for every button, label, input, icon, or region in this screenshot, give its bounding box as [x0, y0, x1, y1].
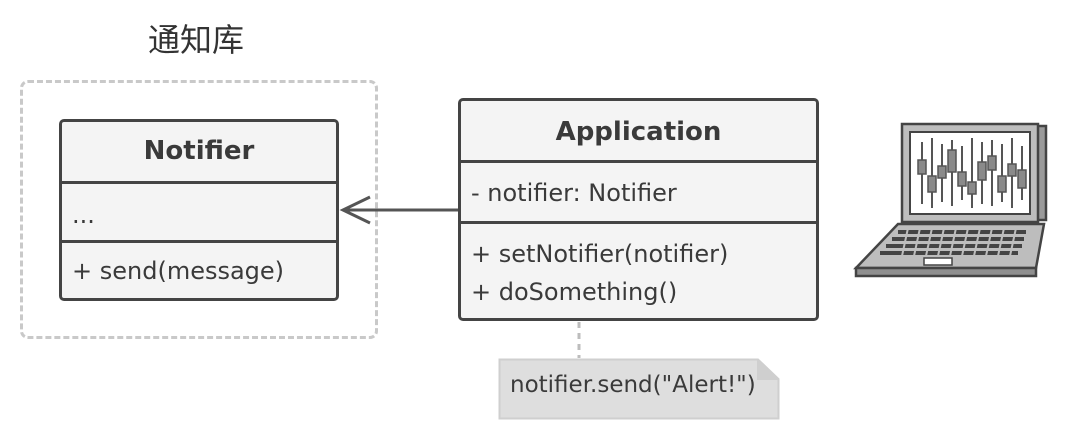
library-title: 通知库 — [148, 21, 245, 59]
note-shape — [498, 358, 780, 420]
application-class-methods: + setNotifier(notifier) + doSomething() — [461, 224, 816, 318]
application-class-name: Application — [461, 101, 816, 163]
notifier-class-fields: ... — [62, 184, 336, 243]
notifier-class-methods: + send(message) — [62, 243, 336, 298]
notifier-class-name: Notifier — [62, 122, 336, 184]
laptop-icon — [853, 122, 1048, 278]
application-method-set-notifier: + setNotifier(notifier) — [471, 240, 729, 268]
application-field-notifier: - notifier: Notifier — [471, 179, 677, 207]
code-note: notifier.send("Alert!") — [498, 358, 780, 420]
note-text: notifier.send("Alert!") — [510, 372, 756, 398]
notifier-method-send: + send(message) — [72, 257, 285, 285]
application-class-fields: - notifier: Notifier — [461, 163, 816, 224]
notifier-class-box[interactable]: Notifier ... + send(message) — [59, 119, 339, 301]
association-arrow — [339, 195, 458, 225]
notifier-field-placeholder: ... — [72, 201, 95, 229]
application-class-box[interactable]: Application - notifier: Notifier + setNo… — [458, 98, 819, 321]
application-method-do-something: + doSomething() — [471, 278, 678, 306]
